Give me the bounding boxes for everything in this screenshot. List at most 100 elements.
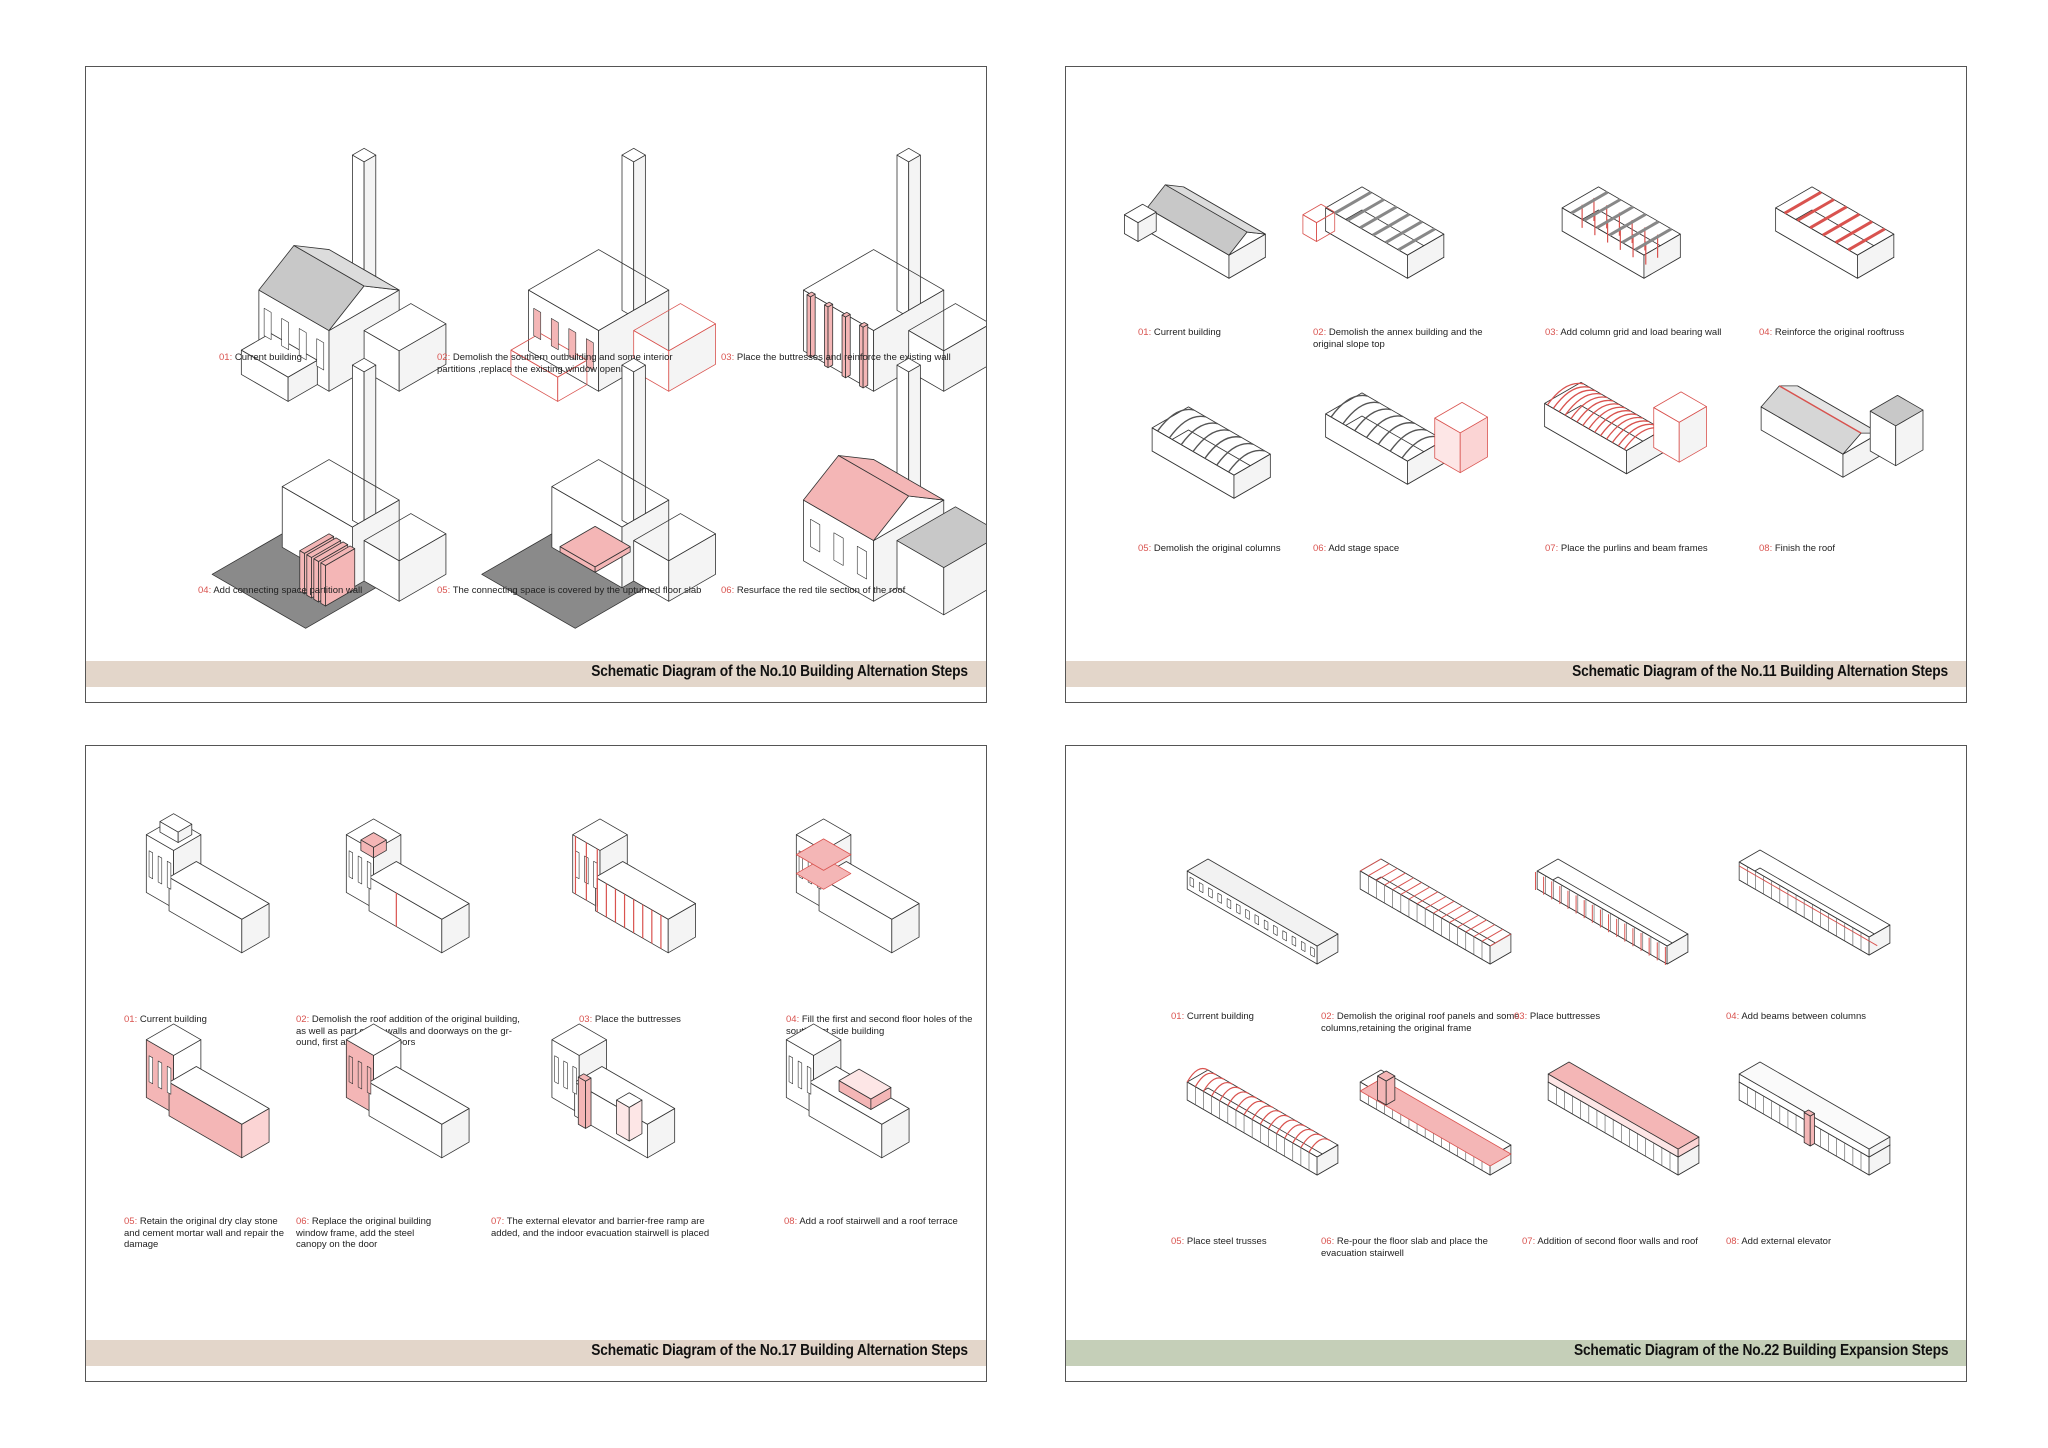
slope-roof-slope-back xyxy=(1164,184,1266,235)
beam xyxy=(1787,893,1797,900)
step-text: Add connecting space partition wall xyxy=(213,585,363,596)
demolished-roof-addition-top xyxy=(360,832,387,848)
step-number: 08 xyxy=(784,1216,795,1227)
roof-truss xyxy=(1372,212,1411,237)
step-number: 06 xyxy=(296,1216,307,1227)
step-text: Place buttresses xyxy=(1529,1011,1601,1022)
step-text: Current building xyxy=(1153,327,1221,338)
retained-frame xyxy=(1489,933,1512,947)
stage-frame-side xyxy=(1678,406,1707,463)
building-step-06-drawing xyxy=(803,357,986,616)
roof-truss xyxy=(1608,212,1647,237)
step-separator: : xyxy=(1524,1011,1530,1022)
tower-window xyxy=(157,855,163,885)
step-number: 02 xyxy=(437,352,448,363)
east-wing-shell-top xyxy=(633,513,716,562)
step-text: Add beams between columns xyxy=(1741,1011,1866,1022)
step-caption: 05: Demolish the original columns xyxy=(1138,543,1298,555)
step-separator: : xyxy=(447,585,453,596)
window xyxy=(1245,908,1250,920)
step-separator: : xyxy=(306,1014,312,1025)
building-step-02-drawing xyxy=(510,147,716,402)
step-caption: 03: Add column grid and load bearing wal… xyxy=(1545,327,1745,339)
step-number: 03 xyxy=(579,1014,590,1025)
steel-truss xyxy=(1292,1128,1314,1144)
step-caption: 02: Demolish the original roof panels an… xyxy=(1321,1011,1521,1034)
buttress-side xyxy=(810,293,816,358)
step-number: 07 xyxy=(1545,543,1556,554)
purlin-frame xyxy=(1564,392,1602,416)
tower-window xyxy=(357,1060,363,1090)
tower-window xyxy=(348,1055,353,1085)
filled-floor-hole xyxy=(795,838,852,871)
window xyxy=(856,545,867,580)
window xyxy=(298,328,307,361)
step-number: 08 xyxy=(1726,1236,1737,1247)
step-separator: : xyxy=(1736,1236,1742,1247)
steel-truss xyxy=(1227,1091,1249,1106)
long-block-top xyxy=(595,861,696,920)
beam xyxy=(1803,903,1813,909)
step-number: 05 xyxy=(1138,543,1149,554)
steel-truss xyxy=(1259,1110,1282,1125)
partition-wall-top xyxy=(313,541,349,562)
building-step-02-drawing xyxy=(345,818,470,954)
step-separator: : xyxy=(134,1216,140,1227)
window xyxy=(1254,914,1259,926)
buttress-front xyxy=(841,314,846,379)
step-text: Place steel trusses xyxy=(1186,1236,1267,1247)
step-text: The external elevator and barrier-free r… xyxy=(491,1216,710,1239)
step-caption: 04: Add connecting space partition wall xyxy=(198,585,418,597)
step-caption: 06: Add stage space xyxy=(1313,543,1463,555)
step-separator: : xyxy=(1181,1011,1187,1022)
purlin-frame xyxy=(1594,410,1632,433)
step-separator: : xyxy=(1148,543,1154,554)
building-step-07-drawing xyxy=(1547,1061,1700,1176)
building-step-05-drawing xyxy=(481,357,716,629)
step-caption: 05: Place steel trusses xyxy=(1171,1236,1311,1248)
arch-truss xyxy=(1330,394,1368,418)
long-block-top xyxy=(368,861,470,920)
purlin-frame xyxy=(1582,403,1620,426)
step-separator: : xyxy=(1555,543,1561,554)
frame-shell-side xyxy=(1868,924,1891,956)
building-step-05-drawing xyxy=(1151,406,1271,499)
steel-truss xyxy=(1267,1114,1290,1130)
filled-floor-hole xyxy=(795,857,852,890)
steel-truss xyxy=(1300,1133,1322,1148)
window xyxy=(833,532,844,566)
chimney-top xyxy=(621,357,646,373)
tower-window xyxy=(157,1060,163,1090)
second-floor-top xyxy=(1738,1061,1891,1150)
reinforced-truss xyxy=(1847,227,1886,252)
partition-wall-top xyxy=(299,533,335,554)
retained-frame xyxy=(1384,872,1406,886)
stage-frame-top xyxy=(1653,391,1707,423)
replaced-window xyxy=(533,307,542,340)
building-step-05-drawing xyxy=(1186,1067,1339,1176)
east-wing-shell-top xyxy=(363,513,447,562)
beam xyxy=(1779,889,1789,895)
steel-truss xyxy=(1308,1138,1331,1153)
building-step-01-drawing xyxy=(145,813,270,954)
arch-truss xyxy=(1377,422,1415,445)
step-caption: 03: Place buttresses xyxy=(1514,1011,1664,1023)
arch-truss xyxy=(1204,436,1242,459)
step-caption: 04: Reinforce the original rooftruss xyxy=(1759,327,1939,339)
step-number: 01 xyxy=(124,1014,135,1025)
east-wing-shell-top xyxy=(908,303,986,352)
window xyxy=(1198,882,1204,894)
step-text: Addition of second floor walls and roof xyxy=(1537,1236,1698,1247)
reinforced-truss xyxy=(1809,205,1848,230)
evacuation-stairwell-top xyxy=(616,1092,643,1108)
step-text: Resurface the red tile section of the ro… xyxy=(736,585,906,596)
window xyxy=(1291,935,1297,947)
external-elevator-side xyxy=(585,1077,592,1129)
tower-block-top xyxy=(551,1023,607,1056)
retained-frame xyxy=(1433,900,1455,914)
arch-truss xyxy=(1227,449,1266,473)
step-number: 06 xyxy=(1313,543,1324,554)
step-separator: : xyxy=(796,1014,802,1025)
tower-block-top xyxy=(345,1023,402,1056)
